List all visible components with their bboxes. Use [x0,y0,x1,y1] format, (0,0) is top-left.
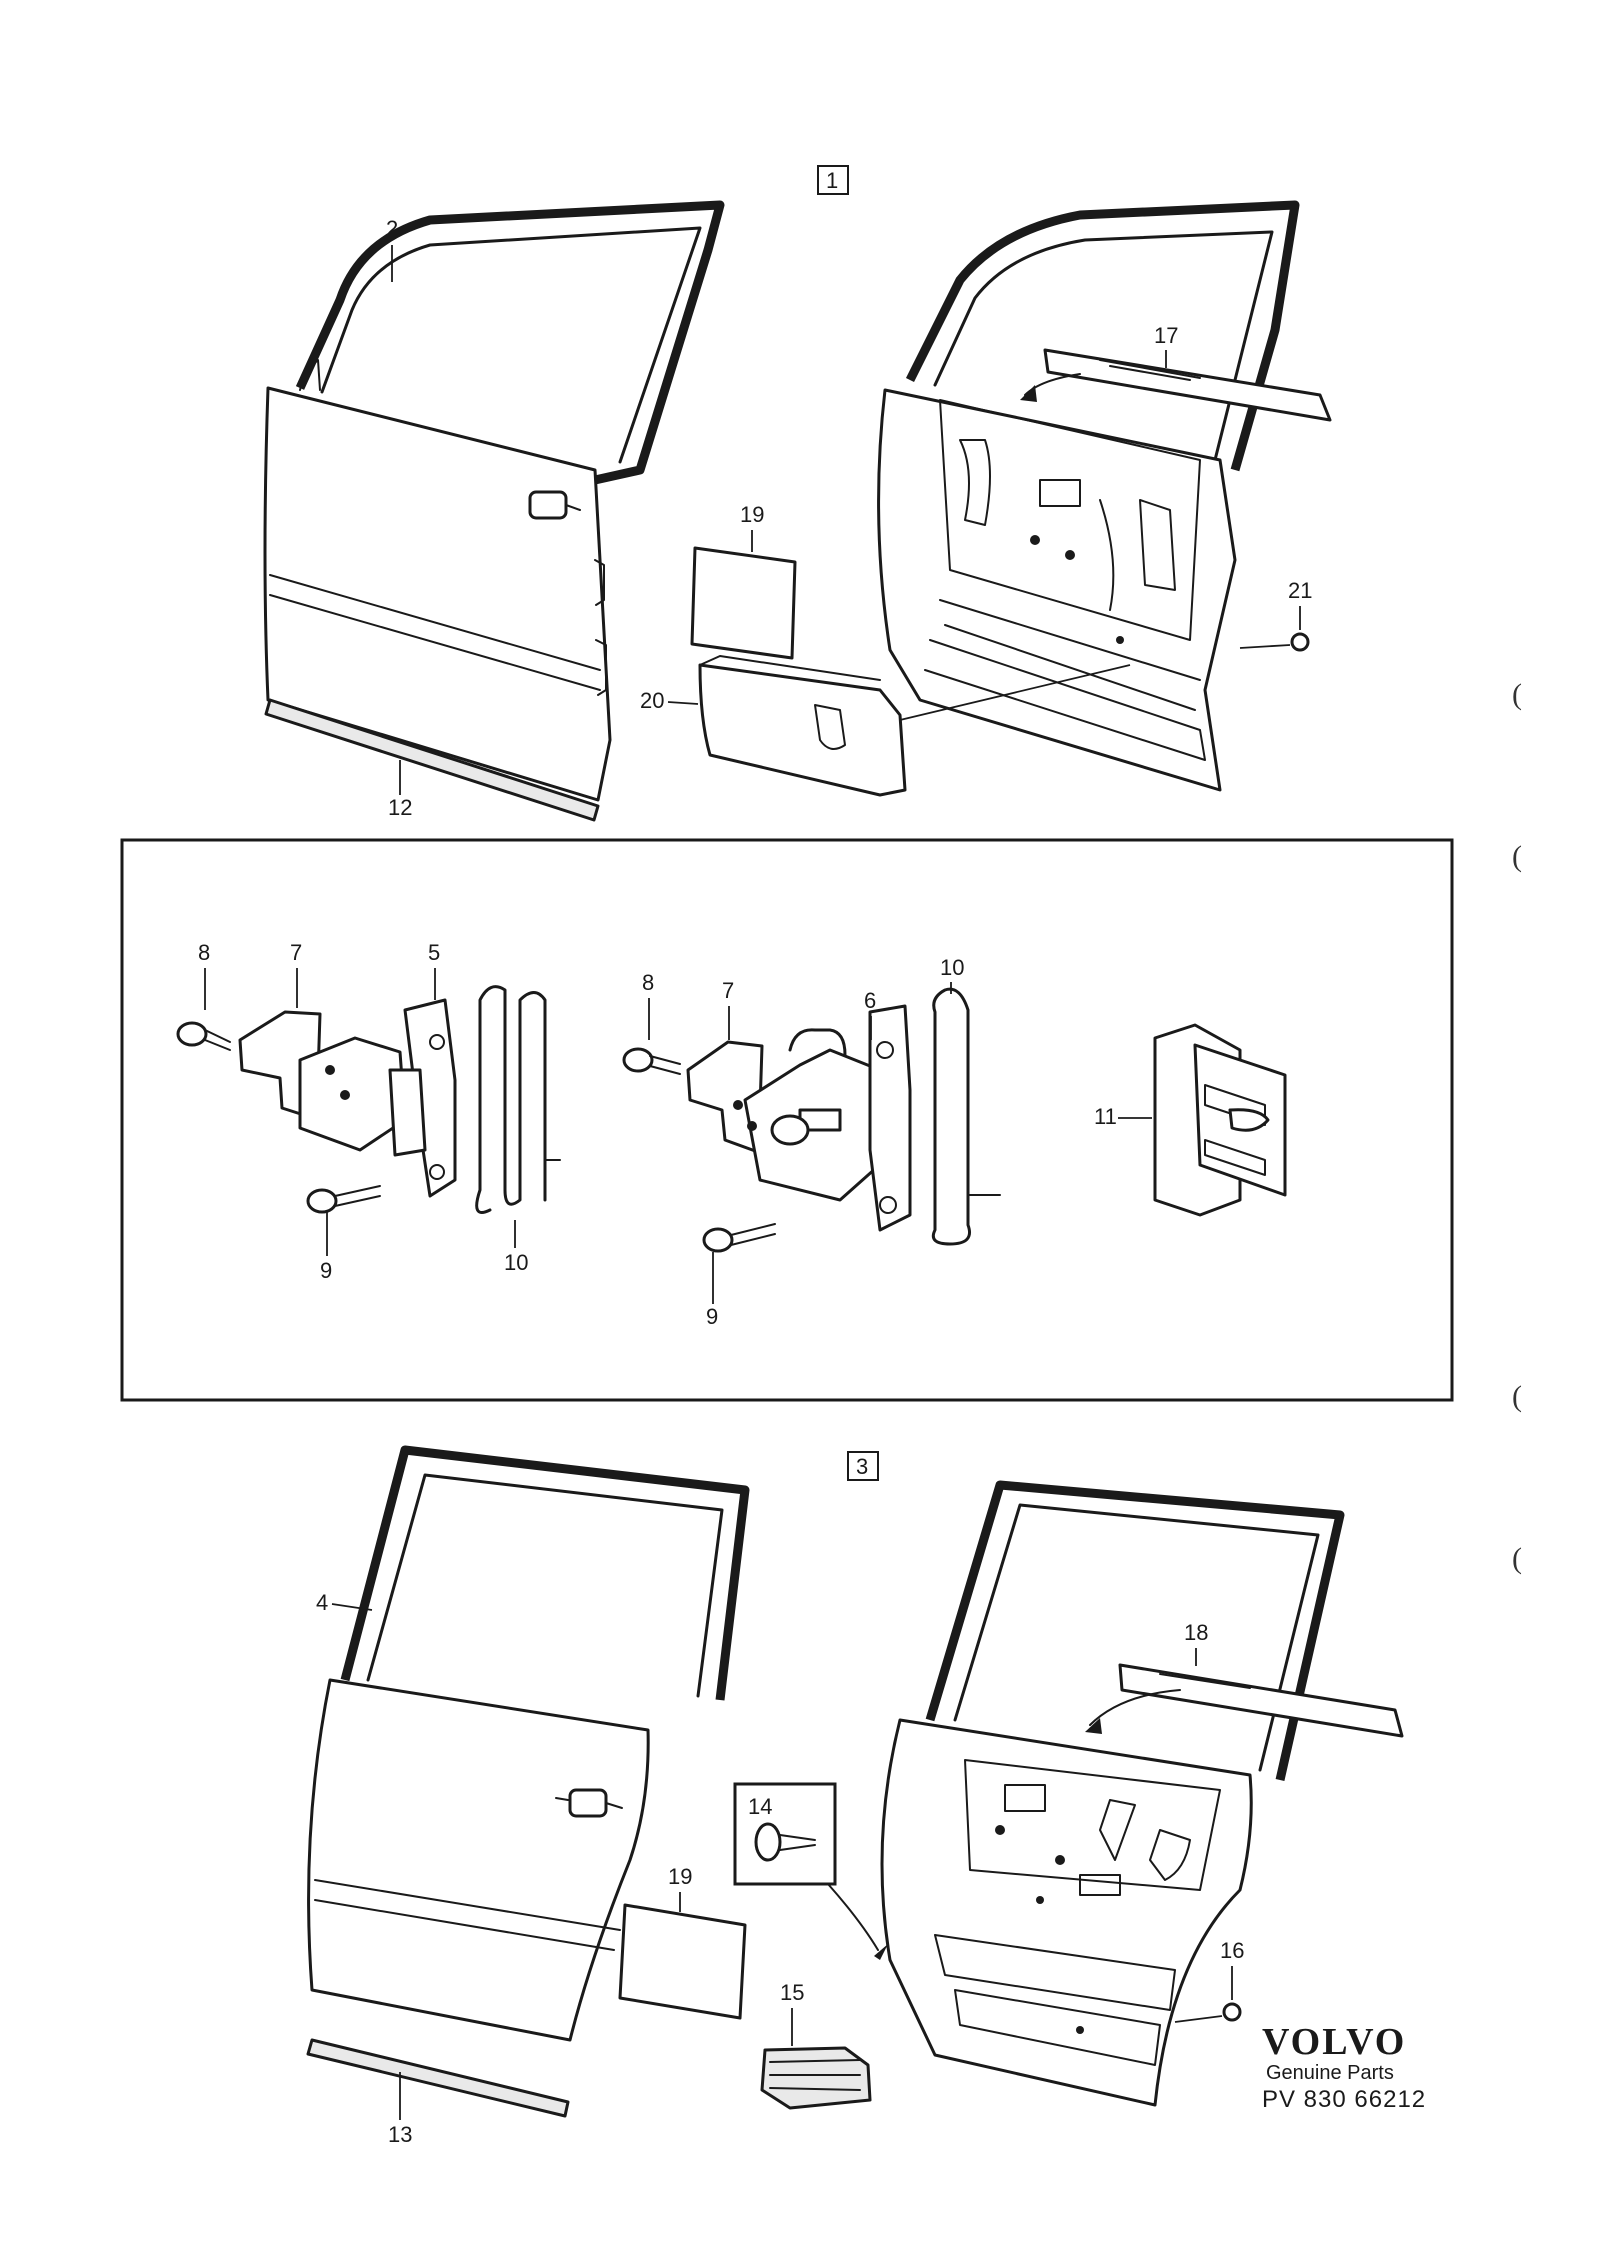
armrest-20 [698,663,907,797]
section-3-label: 3 [856,1454,868,1479]
margin-mark-3: ( [1512,1380,1522,1413]
label-14: 14 [748,1794,772,1819]
label-7a: 7 [290,940,302,965]
fastener-box-14 [733,1782,837,1886]
label-7b: 7 [722,978,734,1003]
screw-16-icon [1222,2002,1242,2022]
sound-pad-15 [760,2046,872,2110]
window-rail-17 [1043,348,1332,422]
label-13: 13 [388,2122,412,2147]
sill-strip-12 [264,698,600,822]
label-2: 2 [386,216,398,241]
label-6: 6 [864,988,876,1013]
margin-mark-2: ( [1512,840,1522,873]
label-21: 21 [1288,578,1312,603]
margin-mark-1: ( [1512,678,1522,711]
label-16: 16 [1220,1938,1244,1963]
label-4: 4 [316,1590,328,1615]
door-handle-icon [528,490,568,520]
hinge-frame [120,838,1454,1402]
label-12: 12 [388,795,412,820]
section-3-rear-door: 3 4 13 19 15 14 [306,1445,1404,2147]
label-9b: 9 [706,1304,718,1329]
insulation-sheet-19a [690,546,797,660]
window-rail-18 [1118,1663,1404,1738]
brand-logo: VOLVO [1262,2021,1407,2063]
check-strap-11 [1153,1023,1287,1217]
label-10a: 10 [504,1250,528,1275]
label-19a: 19 [740,502,764,527]
rear-door-handle-icon [568,1788,608,1818]
section-1-box [817,165,849,195]
section-1-front-door: 1 12 2 [263,165,1332,822]
section-3-box [847,1451,879,1481]
label-9a: 9 [320,1258,332,1283]
label-8b: 8 [642,970,654,995]
rear-door-inner [880,1480,1345,2107]
section-hinges: 8 7 5 9 10 [120,838,1454,1402]
label-5: 5 [428,940,440,965]
label-17: 17 [1154,323,1178,348]
label-8a: 8 [198,940,210,965]
insulation-sheet-19b [618,1903,747,2020]
label-15: 15 [780,1980,804,2005]
bolt-14-icon [754,1822,782,1862]
label-19b: 19 [668,1864,692,1889]
section-1-label: 1 [826,168,838,193]
label-20: 20 [640,688,664,713]
label-10b: 10 [940,955,964,980]
hinge-left [176,985,561,1214]
brand-subtitle: Genuine Parts [1266,2062,1394,2084]
screw-21-icon [1290,632,1310,652]
front-door-inner [877,200,1300,792]
sill-strip-13 [306,2038,570,2118]
rear-door-outer [307,1445,750,2042]
front-door-outer [263,200,725,802]
hinge-middle [622,987,1001,1253]
margin-mark-4: ( [1512,1542,1522,1575]
label-18: 18 [1184,1620,1208,1645]
label-11: 11 [1094,1104,1117,1129]
diagram-code: PV 830 66212 [1262,2086,1427,2113]
